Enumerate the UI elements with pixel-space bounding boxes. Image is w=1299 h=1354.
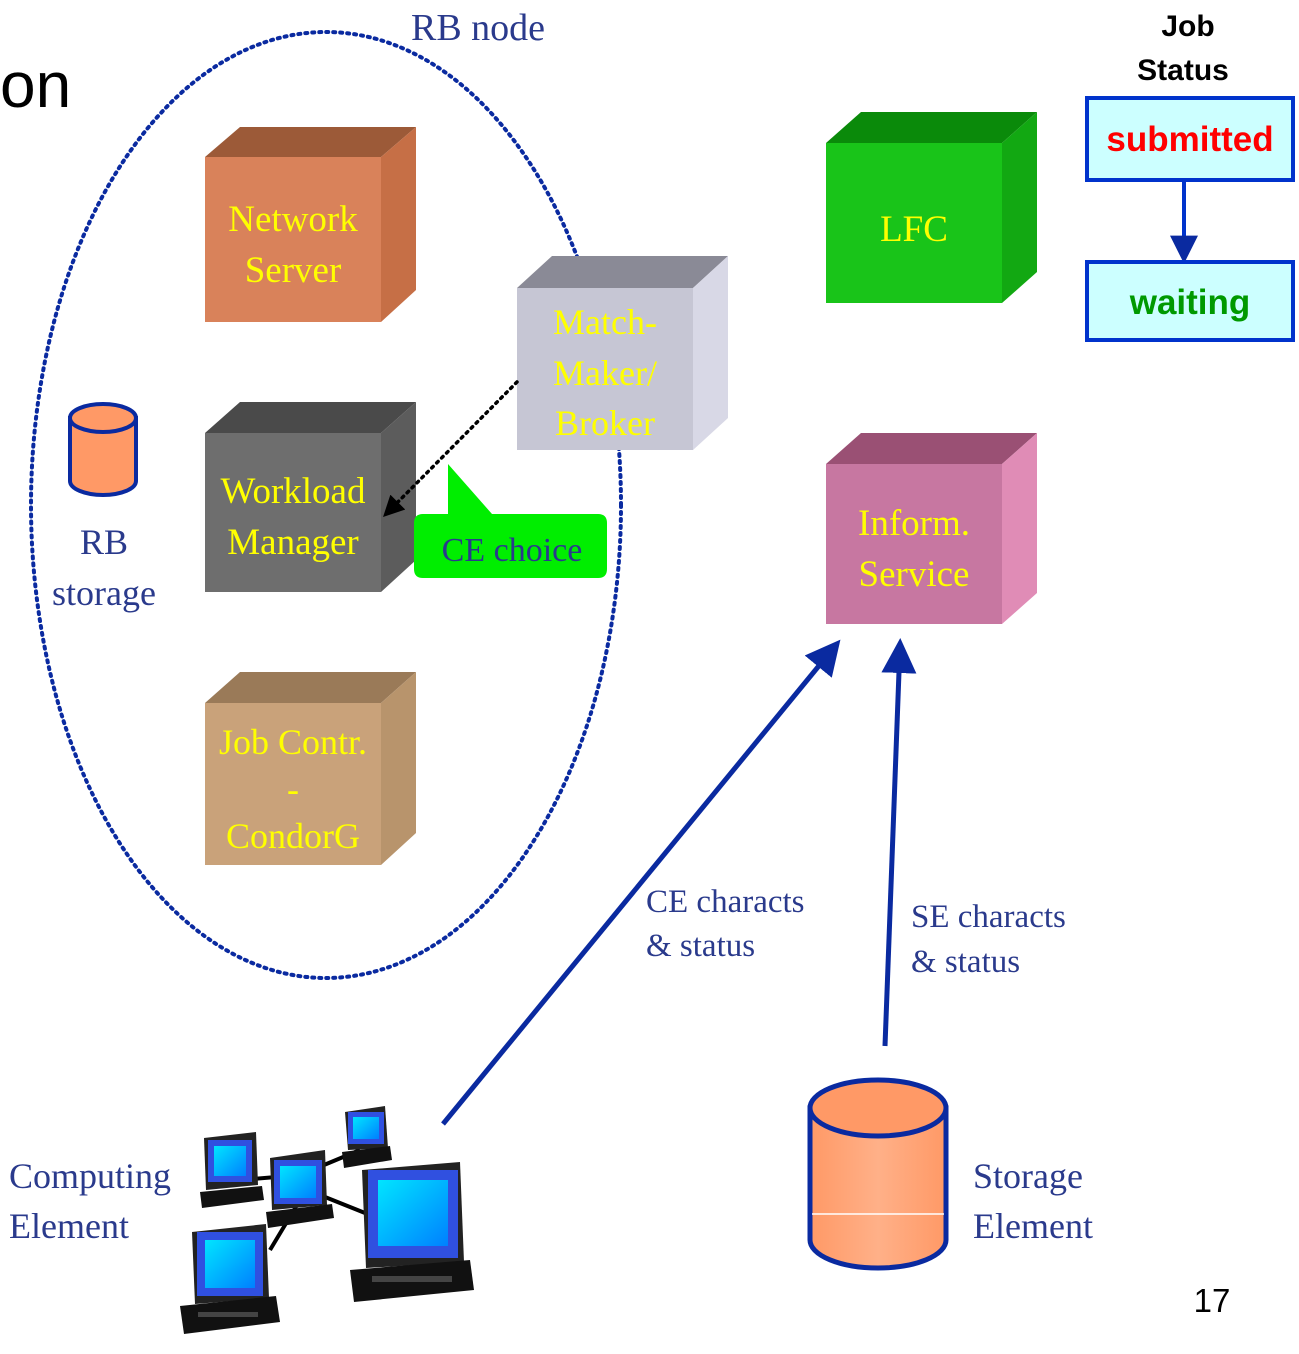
job-controller-label-line3: CondorG bbox=[226, 816, 360, 856]
slide-title-fragment: on bbox=[0, 49, 71, 121]
job-controller-cube: Job Contr. - CondorG bbox=[205, 672, 416, 865]
workload-manager-label-line2: Manager bbox=[227, 522, 359, 563]
computing-element-label-line1: Computing bbox=[9, 1156, 171, 1196]
ce-choice-arrow bbox=[383, 380, 519, 517]
computer-icon bbox=[200, 1132, 264, 1208]
ce-characts-label-line2: & status bbox=[646, 928, 755, 964]
information-service-label-line2: Service bbox=[859, 554, 970, 595]
computing-element-label-line2: Element bbox=[9, 1206, 129, 1246]
rb-storage-label-line1: RB bbox=[80, 522, 128, 562]
network-server-cube: Network Server bbox=[205, 127, 416, 322]
rb-node-label: RB node bbox=[411, 7, 545, 49]
job-controller-label-line1: Job Contr. bbox=[219, 722, 367, 762]
computer-icon bbox=[342, 1106, 392, 1168]
matchmaker-label-line3: Broker bbox=[555, 403, 655, 443]
se-characts-arrow bbox=[881, 638, 917, 1047]
computer-icon bbox=[180, 1224, 280, 1334]
matchmaker-broker-cube: Match- Maker/ Broker bbox=[517, 256, 728, 450]
network-server-label-line1: Network bbox=[228, 199, 358, 240]
storage-element-cylinder bbox=[807, 1077, 949, 1271]
storage-element-label-line2: Element bbox=[973, 1206, 1093, 1246]
se-characts-label-line2: & status bbox=[911, 944, 1020, 980]
status-submitted-box: submitted bbox=[1085, 96, 1295, 182]
lfc-cube: LFC bbox=[826, 112, 1037, 303]
matchmaker-label-line1: Match- bbox=[553, 302, 657, 342]
network-server-label-line2: Server bbox=[245, 250, 342, 291]
ce-characts-arrow bbox=[441, 639, 841, 1126]
se-characts-label-line1: SE characts bbox=[911, 899, 1066, 935]
job-status-title-line2: Status bbox=[1137, 54, 1229, 87]
rb-storage-cylinder bbox=[68, 402, 138, 497]
information-service-label-line1: Inform. bbox=[858, 503, 970, 544]
page-number: 17 bbox=[1194, 1282, 1231, 1319]
computer-icon bbox=[266, 1150, 334, 1228]
matchmaker-label-line2: Maker/ bbox=[553, 353, 657, 393]
ce-choice-label: CE choice bbox=[442, 532, 583, 569]
lfc-label: LFC bbox=[880, 209, 948, 250]
status-waiting-label: waiting bbox=[1129, 283, 1251, 322]
ce-choice-callout: CE choice bbox=[414, 464, 607, 578]
information-service-cube: Inform. Service bbox=[826, 433, 1037, 624]
job-status-title-line1: Job bbox=[1161, 10, 1214, 43]
workload-manager-label-line1: Workload bbox=[221, 471, 366, 512]
ce-characts-label-line1: CE characts bbox=[646, 884, 805, 920]
status-waiting-box: waiting bbox=[1085, 260, 1295, 342]
workload-manager-cube: Workload Manager bbox=[205, 402, 416, 592]
computing-element-network-icon bbox=[180, 1106, 474, 1334]
rb-storage-label-line2: storage bbox=[52, 573, 156, 613]
rb-node-boundary bbox=[29, 30, 623, 980]
status-submitted-label: submitted bbox=[1106, 120, 1273, 159]
job-controller-label-line2: - bbox=[287, 769, 299, 809]
storage-element-label-line1: Storage bbox=[973, 1156, 1083, 1196]
computer-icon bbox=[350, 1162, 474, 1302]
